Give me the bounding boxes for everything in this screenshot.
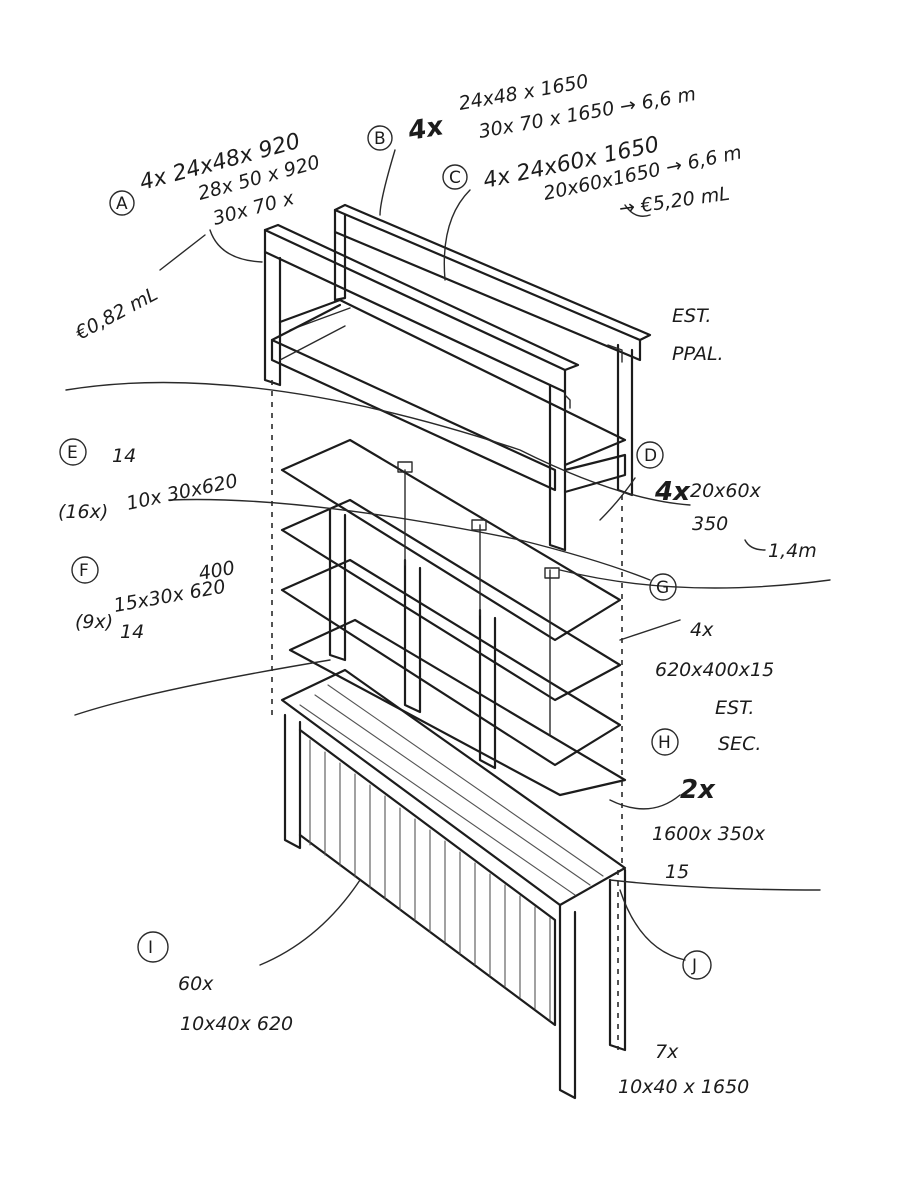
note-J: 2x 1600x 350x 15 (652, 775, 766, 883)
upper-frame (263, 203, 652, 552)
note-G-qty: 4x (690, 619, 714, 641)
note-I: 60x 10x40x 620 (178, 973, 293, 1035)
tag-D: D (644, 446, 657, 466)
note-J-line2: 15 (665, 861, 689, 883)
lower-cabinet (280, 668, 627, 1100)
tag-J: J (691, 956, 697, 976)
note-I-qty: 60x (178, 973, 214, 995)
tag-B: B (374, 129, 386, 149)
note-C-price: → €5,20 mL (618, 183, 731, 220)
circle-tags: A B C D E F G H I J (59, 125, 712, 980)
tag-E: E (67, 443, 78, 463)
est-ppal-line2: PPAL. (672, 343, 724, 365)
note-G-line2: EST. (715, 697, 754, 719)
note-D: 4x 20x60x 350 1,4m (654, 477, 817, 562)
note-F-line3: 14 (120, 621, 144, 643)
tag-I: I (148, 938, 153, 958)
shelf-cubes (280, 438, 627, 797)
est-ppal-line1: EST. (672, 305, 711, 327)
note-D-line2: 350 (692, 513, 728, 535)
note-J-qty: 2x (680, 775, 716, 805)
note-K-qty: 7x (655, 1041, 679, 1063)
note-G-line1: 620x400x15 (655, 659, 774, 681)
note-B-qty: 4x (405, 111, 447, 147)
note-F-qty: (9x) (75, 611, 113, 633)
note-K-line1: 10x40 x 1650 (618, 1076, 749, 1098)
note-est-ppal: EST. PPAL. (672, 305, 724, 365)
note-A-price: €0,82 mL (71, 283, 161, 345)
note-G-line3: SEC. (718, 733, 761, 755)
tag-C: C (449, 168, 461, 188)
note-J-line1: 1600x 350x (652, 823, 766, 845)
note-F: (9x) 15x30x 620 400 14 (75, 557, 237, 643)
note-D-line3: 1,4m (768, 540, 817, 562)
tag-F: F (79, 561, 89, 581)
note-I-line1: 10x40x 620 (180, 1013, 293, 1035)
note-D-line1: 20x60x (690, 480, 762, 502)
note-D-qty: 4x (654, 477, 691, 507)
note-K: 7x 10x40 x 1650 (618, 1041, 749, 1098)
note-G: 4x 620x400x15 EST. SEC. (655, 619, 774, 755)
note-E-qty: (16x) (58, 501, 108, 523)
tag-A: A (116, 194, 128, 214)
note-F-line2: 400 (197, 557, 237, 585)
note-E-line1: 14 (112, 445, 136, 467)
note-A: 4x 24x48x 920 28x 50 x 920 30x 70 x €0,8… (71, 129, 322, 345)
tag-G: G (656, 578, 669, 598)
tag-H: H (658, 733, 671, 753)
note-E-line2: 10x 30x620 (124, 470, 239, 515)
leader-lines (65, 149, 831, 966)
note-C: 4x 24x60x 1650 20x60x1650 → 6,6 m → €5,2… (481, 132, 744, 220)
